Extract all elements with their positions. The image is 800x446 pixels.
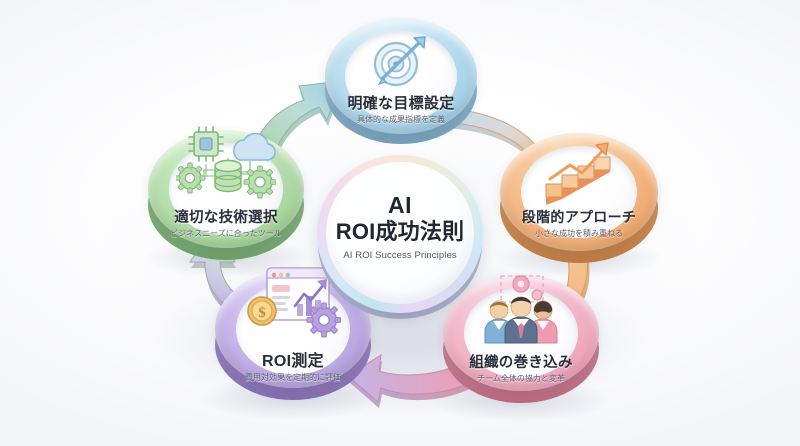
node-tech-selection[interactable]: 適切な技術選択 ビジネスニーズに合ったツール: [148, 126, 304, 262]
center-hub[interactable]: AI ROI成功法則 AI ROI Success Principles: [317, 155, 483, 321]
target-arrow-icon: [325, 32, 477, 95]
node-org-engagement[interactable]: 組織の巻き込み チーム全体の協力と変革: [443, 275, 599, 405]
stairs-growth-icon: [500, 139, 658, 210]
center-title-line2: ROI成功法則: [335, 219, 465, 244]
center-face: [326, 162, 474, 304]
center-title-line1: AI: [388, 192, 412, 218]
chip-cloud-database-icon: [148, 122, 304, 205]
center-subtitle: AI ROI Success Principles: [343, 250, 457, 261]
node-clear-goals[interactable]: 明確な目標設定 具体的な成果指標を定義: [325, 18, 477, 146]
node-inner-face: [521, 146, 637, 238]
center-label-group: AI ROI成功法則 AI ROI Success Principles: [317, 192, 483, 262]
arrow-org-to-roi: [347, 354, 475, 408]
chart-dashboard-icon: $: [215, 264, 371, 345]
node-phased-approach[interactable]: 段階的アプローチ 小さな成功を積み重ねる: [500, 133, 658, 265]
svg-text:$: $: [258, 305, 266, 321]
team-people-icon: [443, 273, 599, 350]
